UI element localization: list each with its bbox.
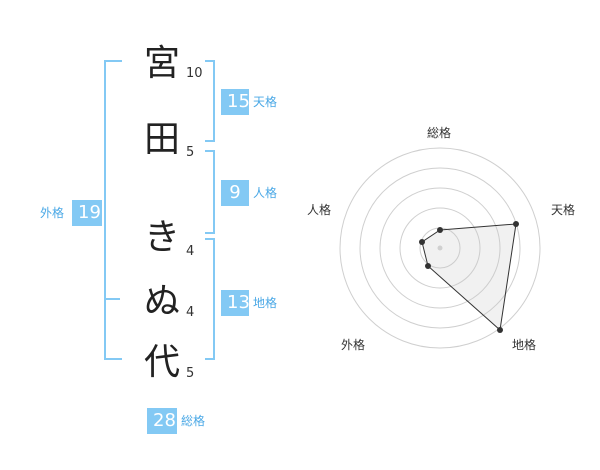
gaikaku-bracket xyxy=(104,60,122,360)
gaikaku-bracket-tick xyxy=(104,298,120,300)
stroke-count-1: 10 xyxy=(186,66,203,81)
radar-center xyxy=(437,245,443,251)
stroke-count-5: 5 xyxy=(186,366,195,381)
name-char-1: 宮 xyxy=(143,43,180,84)
radar-ring-2 xyxy=(399,207,481,289)
stroke-count-3: 4 xyxy=(186,244,195,259)
radar-chart xyxy=(339,147,541,349)
gaikaku-label: 外格 xyxy=(40,206,65,220)
name-char-4: ぬ xyxy=(143,281,180,322)
radar-ring-5 xyxy=(339,147,541,349)
radar-label-soukaku: 総格 xyxy=(427,126,452,140)
radar-ring-3 xyxy=(379,187,501,309)
radar-ring-4 xyxy=(359,167,521,329)
name-char-3: き xyxy=(143,217,180,258)
gaikaku-value: 19 xyxy=(72,200,102,226)
radar-label-gaikaku: 外格 xyxy=(341,338,366,352)
radar-point-chikaku xyxy=(497,327,503,333)
radar-rings xyxy=(339,147,541,349)
radar-shape xyxy=(421,223,517,331)
radar-point-soukaku xyxy=(437,227,443,233)
radar-label-jinkaku: 人格 xyxy=(307,203,332,217)
tenkaku-label: 天格 xyxy=(253,95,278,109)
chikaku-label: 地格 xyxy=(253,296,278,310)
tenkaku-value: 15 xyxy=(221,89,250,115)
radar-label-chikaku: 地格 xyxy=(512,338,537,352)
radar-point-tenkaku xyxy=(513,221,519,227)
stroke-count-2: 5 xyxy=(186,145,195,160)
jinkaku-label: 人格 xyxy=(253,186,278,200)
soukaku-label: 総格 xyxy=(181,414,206,428)
radar-point-gaikaku xyxy=(425,263,431,269)
radar-point-jinkaku xyxy=(419,239,425,245)
chikaku-value: 13 xyxy=(221,290,250,316)
jinkaku-value: 9 xyxy=(221,180,249,206)
name-char-5: 代 xyxy=(143,342,180,383)
name-char-2: 田 xyxy=(143,119,180,160)
soukaku-value: 28 xyxy=(147,408,177,434)
jinkaku-bracket xyxy=(205,150,215,234)
radar-label-tenkaku: 天格 xyxy=(551,203,576,217)
tenkaku-bracket xyxy=(205,60,215,142)
chikaku-bracket xyxy=(205,238,215,360)
stroke-count-4: 4 xyxy=(186,305,195,320)
